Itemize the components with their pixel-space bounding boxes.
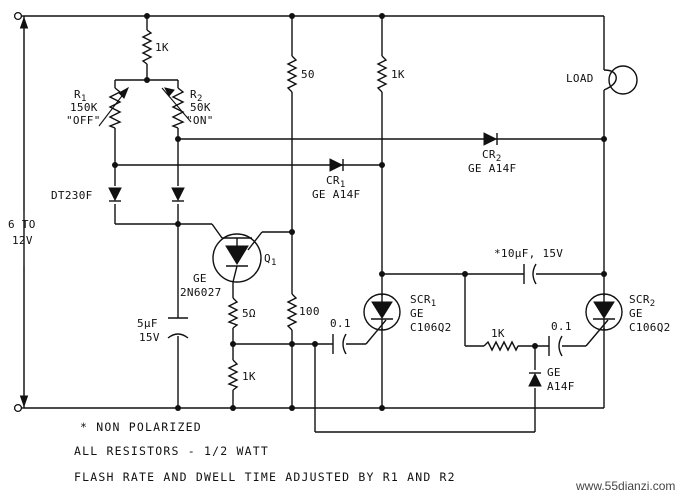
capacitor-01-a (332, 333, 347, 355)
diode-cr1 (329, 158, 344, 172)
capacitor-10uf (523, 263, 537, 285)
note-flash-rate: FLASH RATE AND DWELL TIME ADJUSTED BY R1… (74, 470, 456, 484)
resistor-1k-bottom (227, 359, 239, 391)
resistor-50 (286, 55, 298, 93)
diode-cr2 (483, 132, 498, 146)
diode-dt230f-left (108, 187, 122, 202)
diode-dt230f-right (171, 187, 185, 202)
scr1-symbol (363, 293, 401, 345)
capacitor-01-b (548, 335, 563, 357)
label-cr2-name: CR2 (482, 148, 502, 164)
label-load: LOAD (566, 72, 594, 85)
label-r2-name: R2 (190, 88, 203, 104)
diode-ge-a14f (528, 372, 542, 387)
resistor-1k-mid (483, 340, 519, 352)
label-r100: 100 (299, 305, 320, 318)
resistor-top-1k (141, 29, 153, 65)
resistor-5-ohm (227, 297, 239, 329)
resistor-r1 (98, 86, 129, 129)
label-c01a: 0.1 (330, 317, 351, 330)
label-cap-10uf: *10μF, 15V (494, 247, 563, 260)
label-r5: 5Ω (242, 307, 256, 320)
label-r-top: 1K (155, 41, 169, 54)
capacitor-5uf (167, 317, 189, 339)
label-cr1-name: CR1 (326, 174, 346, 190)
note-resistors: ALL RESISTORS - 1/2 WATT (74, 444, 269, 458)
label-c01b: 0.1 (551, 320, 572, 333)
label-scr2-maker: GE (629, 307, 643, 320)
label-r1k-scr: 1K (391, 68, 405, 81)
watermark: www.55dianzi.com (575, 479, 675, 493)
resistor-r2 (161, 87, 192, 129)
label-ge-diode-maker: GE (547, 366, 561, 379)
load-lamp (603, 65, 638, 95)
label-cr1-part: GE A14F (312, 188, 360, 201)
label-scr2-part: C106Q2 (629, 321, 671, 334)
label-r1-mode: "OFF" (66, 114, 101, 127)
label-c5-value: 5μF (137, 317, 158, 330)
note-non-polarized: * NON POLARIZED (80, 420, 202, 434)
label-c5-voltage: 15V (139, 331, 160, 344)
label-r1k-mid: 1K (491, 327, 505, 340)
label-scr1-part: C106Q2 (410, 321, 452, 334)
label-r2-mode: "ON" (186, 114, 214, 127)
label-r1-value: 150K (70, 101, 98, 114)
label-q1-part: 2N6027 (180, 286, 222, 299)
junction-dots (112, 13, 607, 411)
label-scr1-name: SCR1 (410, 293, 437, 309)
transistor-q1 (211, 223, 263, 283)
resistor-100 (286, 293, 298, 331)
label-supply-line1: 6 TO (8, 218, 36, 231)
label-scr2-name: SCR2 (629, 293, 656, 309)
label-r2-value: 50K (190, 101, 211, 114)
label-q1-maker: GE (193, 272, 207, 285)
label-r50: 50 (301, 68, 315, 81)
label-dt230f: DT230F (51, 189, 93, 202)
scr2-symbol (585, 293, 623, 347)
label-cr2-part: GE A14F (468, 162, 516, 175)
wires (23, 15, 605, 433)
resistor-1k-scr (376, 55, 388, 93)
label-scr1-maker: GE (410, 307, 424, 320)
label-supply-line2: 12V (12, 234, 33, 247)
supply-arrows (19, 16, 29, 408)
label-r1k-bottom: 1K (242, 370, 256, 383)
label-q1-name: Q1 (264, 252, 277, 268)
label-r1-name: R1 (74, 88, 87, 104)
label-ge-diode-part: A14F (547, 380, 575, 393)
